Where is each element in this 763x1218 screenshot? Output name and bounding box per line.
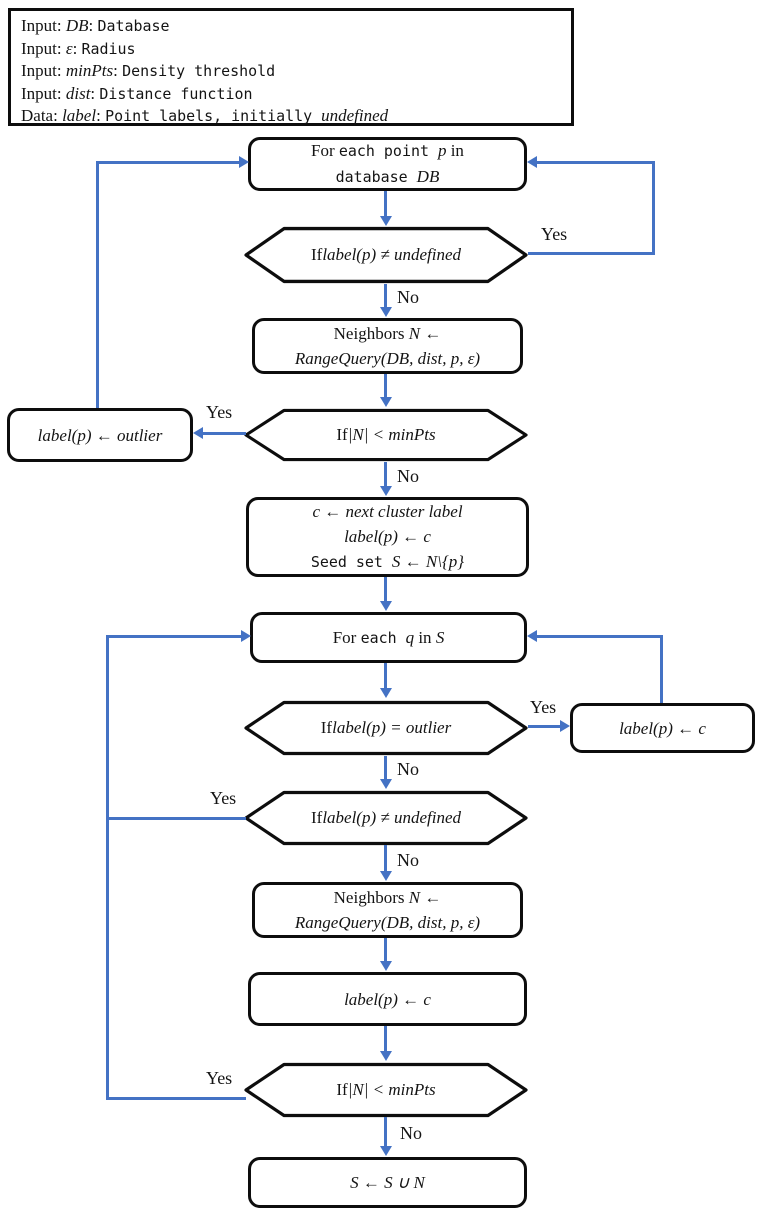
- node-text: RangeQuery(DB, dist, p, ε): [294, 913, 481, 932]
- edge-label-yes-4: Yes: [210, 788, 237, 808]
- arrowhead-a6: [380, 688, 392, 698]
- arrowhead-a11: [380, 1146, 392, 1156]
- arrowhead-a7: [380, 779, 392, 789]
- node-seed-union: S ← S ∪ N: [248, 1157, 527, 1208]
- connector-yes1-back: [535, 161, 655, 164]
- connector-outlier-up: [96, 161, 99, 408]
- node-text: Seed set S ← N\{p}: [310, 552, 465, 571]
- node-next-cluster-label: c ← next cluster label label(p) ← c Seed…: [246, 497, 529, 577]
- arrowhead-a10: [380, 1051, 392, 1061]
- arrowhead-rail-loop: [241, 630, 251, 642]
- node-text: If label(p) = outlier: [320, 718, 452, 737]
- arrowhead-a1: [380, 216, 392, 226]
- node-text: label(p) ← c: [619, 718, 706, 738]
- connector-a7: [384, 756, 387, 781]
- edge-label-no-3: No: [397, 759, 419, 779]
- connector-left-rail: [106, 635, 109, 1100]
- node-text: database DB: [335, 167, 440, 186]
- hexagon-shape: [244, 226, 528, 284]
- node-text: For each q in S: [332, 627, 445, 647]
- input-line-label: Data: label: Point labels, initially und…: [21, 106, 389, 125]
- connector-a4: [384, 462, 387, 488]
- hexagon-shape: [244, 1062, 528, 1118]
- connector-yes5: [106, 1097, 246, 1100]
- connector-branch-back: [535, 635, 663, 638]
- arrowhead-a3: [380, 397, 392, 407]
- edge-label-no-4: No: [397, 850, 419, 870]
- node-check-label-undefined-2: If label(p) ≠ undefined: [244, 790, 528, 846]
- connector-a6: [384, 663, 387, 690]
- connector-yes4: [106, 817, 246, 820]
- connector-a2: [384, 284, 387, 309]
- node-assign-label-c: label(p) ← c: [248, 972, 527, 1026]
- input-line-minpts: Input: minPts: Density threshold: [21, 61, 276, 80]
- connector-yes1-out: [528, 252, 655, 255]
- arrowhead-a4: [380, 486, 392, 496]
- node-text: For each point p in: [311, 141, 464, 160]
- connector-yes2: [202, 432, 246, 435]
- node-range-query-2: Neighbors N ← RangeQuery(DB, dist, p, ε): [252, 882, 523, 938]
- arrowhead-a2: [380, 307, 392, 317]
- arrowhead-outlier-loop: [239, 156, 249, 168]
- connector-a5: [384, 577, 387, 603]
- node-for-each-point: For each point p in database DB: [248, 137, 527, 191]
- node-check-minpts-2: If |N| < minPts: [244, 1062, 528, 1118]
- hexagon-shape: [244, 408, 528, 462]
- edge-label-no-1: No: [397, 287, 419, 307]
- hexagon-shape: [244, 700, 528, 756]
- edge-label-yes-5: Yes: [206, 1068, 233, 1088]
- hexagon-shape: [244, 790, 528, 846]
- connector-yes1-up: [652, 161, 655, 255]
- connector-a8: [384, 845, 387, 873]
- node-text: If label(p) ≠ undefined: [310, 245, 461, 264]
- connector-a1: [384, 191, 387, 218]
- node-for-each-q: For each q in S: [250, 612, 527, 663]
- node-label-outlier: label(p) ← outlier: [7, 408, 193, 462]
- arrowhead-yes1: [527, 156, 537, 168]
- node-text: If |N| < minPts: [336, 425, 436, 444]
- connector-a9: [384, 938, 387, 963]
- node-check-minpts-1: If |N| < minPts: [244, 408, 528, 462]
- arrowhead-a9: [380, 961, 392, 971]
- node-text: RangeQuery(DB, dist, p, ε): [294, 349, 481, 368]
- connector-a10: [384, 1026, 387, 1053]
- arrowhead-a8: [380, 871, 392, 881]
- connector-branch-up: [660, 635, 663, 703]
- arrowhead-yes2: [193, 427, 203, 439]
- node-text: label(p) ← c: [344, 527, 431, 546]
- node-text: label(p) ← c: [344, 989, 431, 1009]
- arrowhead-a5: [380, 601, 392, 611]
- node-text: label(p) ← outlier: [37, 425, 163, 445]
- node-text: Neighbors N ←: [333, 888, 442, 907]
- input-line-db: Input: DB: Database: [21, 16, 170, 35]
- input-line-eps: Input: ε: Radius: [21, 38, 136, 58]
- node-text: Neighbors N ←: [333, 324, 442, 343]
- node-text: If label(p) ≠ undefined: [310, 808, 461, 827]
- edge-label-yes-2: Yes: [206, 402, 233, 422]
- node-check-label-outlier: If label(p) = outlier: [244, 700, 528, 756]
- input-line-dist: Input: dist: Distance function: [21, 83, 253, 103]
- edge-label-no-2: No: [397, 466, 419, 486]
- connector-rail-into-loop: [106, 635, 242, 638]
- arrowhead-yes3: [560, 720, 570, 732]
- edge-label-yes-1: Yes: [541, 224, 568, 244]
- node-assign-label-c-branch: label(p) ← c: [570, 703, 755, 753]
- node-text: If |N| < minPts: [336, 1080, 436, 1099]
- connector-a3: [384, 374, 387, 399]
- node-range-query-1: Neighbors N ← RangeQuery(DB, dist, p, ε): [252, 318, 523, 374]
- connector-outlier-right: [96, 161, 239, 164]
- connector-a11: [384, 1117, 387, 1148]
- arrowhead-branch-loop: [527, 630, 537, 642]
- edge-label-no-5: No: [400, 1123, 422, 1143]
- connector-yes3: [528, 725, 562, 728]
- node-text: S ← S ∪ N: [350, 1173, 425, 1192]
- edge-label-yes-3: Yes: [530, 697, 557, 717]
- node-check-label-undefined-1: If label(p) ≠ undefined: [244, 226, 528, 284]
- node-text: c ← next cluster label: [312, 502, 463, 521]
- inputs-legend-box: Input: DB: Database Input: ε: Radius Inp…: [8, 8, 574, 126]
